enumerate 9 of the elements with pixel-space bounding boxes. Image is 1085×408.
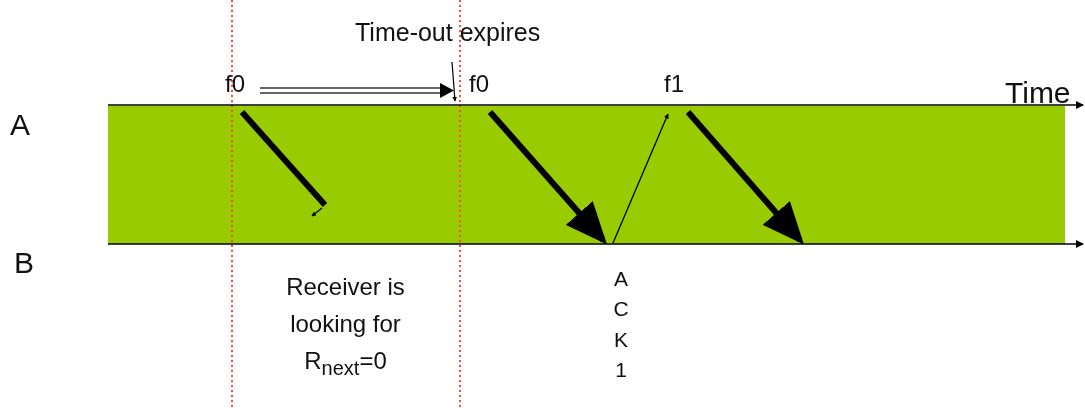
station-label: B: [14, 248, 34, 278]
ack-label: A C K 1: [612, 266, 630, 384]
frame-label: f0: [225, 72, 245, 96]
annotation-text: Time-out expires: [355, 20, 541, 45]
station-label: A: [10, 110, 30, 140]
axis-label: Time: [1005, 78, 1071, 108]
annotation-text: Receiver is looking for R$_{next}$=0: [285, 272, 406, 382]
frame-label: f0: [469, 72, 489, 96]
frame-label: f1: [664, 72, 684, 96]
